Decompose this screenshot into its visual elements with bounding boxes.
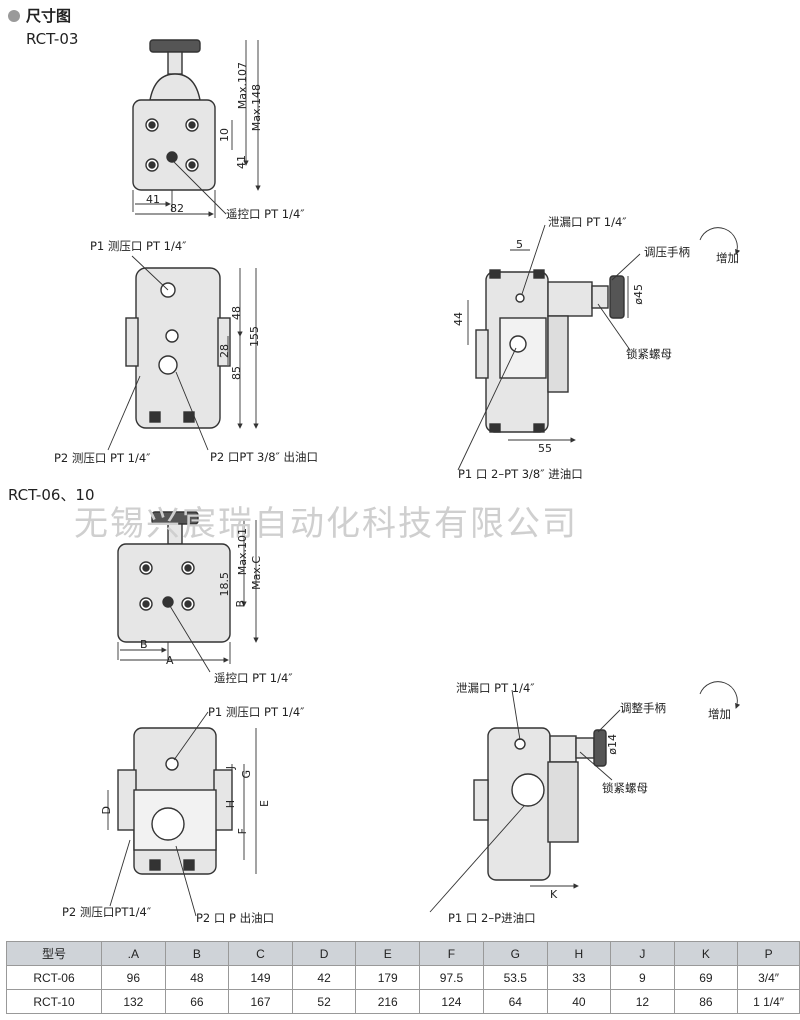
p2-gauge-port-label-0610: P2 测压口PT1/4″	[62, 905, 152, 919]
adjust-handle-label: 调整手柄	[620, 701, 666, 715]
dim-41: 41	[146, 193, 160, 206]
header-cell: .A	[100, 941, 166, 966]
rct0610-top-view	[117, 511, 231, 643]
dim-5: 5	[516, 238, 523, 251]
bullet-icon	[8, 10, 20, 22]
lock-nut-label-0610: 锁紧螺母	[602, 781, 648, 795]
table-cell: 86	[673, 989, 739, 1014]
dim-max107: Max.107	[236, 62, 249, 110]
pressure-handle-label: 调压手柄	[644, 245, 690, 259]
dim-F: F	[236, 828, 249, 835]
table-cell: 66	[164, 989, 230, 1014]
table-cell: 40	[546, 989, 612, 1014]
p2-outlet-port-label: P2 口PT 3/8″ 出油口	[210, 450, 318, 464]
watermark-text: 无锡兴宸瑞自动化科技有限公司	[74, 504, 578, 544]
dim-B-vertical: B	[234, 600, 247, 608]
table-cell: 167	[228, 989, 293, 1014]
dim-B-horizontal: B	[140, 638, 148, 651]
dim-dia14: ø14	[606, 734, 619, 755]
rct03-side-view	[475, 269, 625, 433]
header-cell: E	[355, 941, 421, 966]
table-cell: 69	[673, 965, 739, 990]
header-cell: D	[291, 941, 357, 966]
table-cell: 96	[100, 965, 166, 990]
rct03-front-view	[125, 267, 231, 429]
header-cell: F	[419, 941, 484, 966]
table-cell: RCT-06	[6, 965, 102, 990]
header-cell: C	[228, 941, 293, 966]
p1-gauge-port-label-0610: P1 测压口 PT 1/4″	[208, 705, 305, 719]
dim-D: D	[100, 806, 113, 815]
rct0610-side-view	[473, 727, 607, 881]
table-cell: RCT-10	[6, 989, 102, 1014]
table-header-row: 型号 .A B C D E F G H J K P	[6, 941, 800, 966]
lock-nut-label: 锁紧螺母	[626, 347, 672, 361]
table-cell: 64	[482, 989, 548, 1014]
p1-inlet-port-label-0610: P1 口 2–P进油口	[448, 911, 536, 925]
p1-inlet-port-label: P1 口 2–PT 3/8″ 进油口	[458, 467, 583, 481]
drain-port-label: 泄漏口 PT 1/4″	[548, 215, 627, 229]
dim-H: H	[224, 800, 237, 809]
dimension-drawings	[107, 39, 741, 917]
section-title: 尺寸图	[26, 7, 72, 25]
model-label-rct06-10: RCT-06、10	[8, 486, 95, 504]
header-cell: H	[546, 941, 612, 966]
table-cell: 12	[610, 989, 675, 1014]
dim-155: 155	[248, 326, 261, 347]
dim-28: 28	[218, 344, 231, 358]
rct0610-front-view	[117, 727, 233, 875]
dim-55: 55	[538, 442, 552, 455]
table-cell: 179	[355, 965, 421, 990]
dim-41-vertical: 41	[235, 155, 248, 169]
model-label-rct03: RCT-03	[26, 30, 79, 48]
increase-label-0610: 增加	[708, 707, 731, 721]
dim-18-5: 18.5	[218, 572, 231, 597]
section-header: 尺寸图	[8, 5, 71, 26]
table-cell: 97.5	[419, 965, 484, 990]
header-cell: P	[737, 941, 800, 966]
table-cell: 3/4″	[737, 965, 800, 990]
p2-outlet-port-label-0610: P2 口 P 出油口	[196, 911, 275, 925]
dim-G: G	[240, 770, 253, 779]
dim-maxC: Max.C	[250, 556, 263, 590]
dim-A: A	[166, 654, 174, 667]
table-cell: 1 1/4″	[737, 989, 800, 1014]
dim-82: 82	[170, 202, 184, 215]
table-cell: 48	[164, 965, 230, 990]
p2-gauge-port-label: P2 测压口 PT 1/4″	[54, 451, 151, 465]
dim-48: 48	[230, 306, 243, 320]
dim-10: 10	[218, 128, 231, 142]
dim-J: J	[224, 766, 237, 770]
header-cell: K	[673, 941, 739, 966]
table-cell: 9	[610, 965, 675, 990]
p1-gauge-port-label: P1 测压口 PT 1/4″	[90, 239, 187, 253]
remote-port-label: 遥控口 PT 1/4″	[226, 207, 305, 221]
rct03-top-view	[132, 39, 216, 191]
spec-table: 型号 .A B C D E F G H J K P RCT-06 96 48 1…	[6, 941, 800, 1014]
table-cell: 149	[228, 965, 293, 990]
dim-dia45: ø45	[632, 284, 645, 305]
header-cell: G	[482, 941, 548, 966]
table-cell: 52	[291, 989, 357, 1014]
table-row: RCT-10 132 66 167 52 216 124 64 40 12 86…	[6, 989, 800, 1014]
header-cell: B	[164, 941, 230, 966]
header-cell: 型号	[6, 941, 102, 966]
table-cell: 132	[100, 989, 166, 1014]
remote-port-label-0610: 遥控口 PT 1/4″	[214, 671, 293, 685]
table-cell: 33	[546, 965, 612, 990]
dim-44: 44	[452, 312, 465, 326]
table-cell: 216	[355, 989, 421, 1014]
drain-port-label-0610: 泄漏口 PT 1/4″	[456, 681, 535, 695]
dim-E: E	[258, 800, 271, 807]
table-cell: 42	[291, 965, 357, 990]
dim-max101: Max.101	[236, 528, 249, 576]
dim-85: 85	[230, 366, 243, 380]
table-cell: 124	[419, 989, 484, 1014]
dim-max148: Max.148	[250, 84, 263, 132]
dim-K: K	[550, 888, 558, 901]
increase-label: 增加	[716, 251, 739, 265]
table-cell: 53.5	[482, 965, 548, 990]
table-row: RCT-06 96 48 149 42 179 97.5 53.5 33 9 6…	[6, 965, 800, 990]
header-cell: J	[610, 941, 675, 966]
